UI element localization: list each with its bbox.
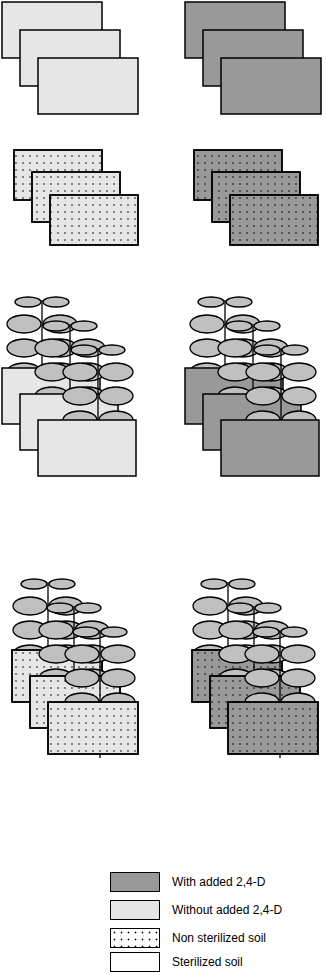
legend-swatch	[110, 900, 160, 920]
legend-swatch	[110, 928, 160, 948]
legend-swatch	[110, 872, 160, 892]
legend-swatch	[110, 952, 160, 972]
legend-text: Sterilized soil	[172, 955, 243, 969]
legend-text: Without added 2,4-D	[172, 903, 282, 917]
legend-text: Non sterilized soil	[172, 931, 266, 945]
legend-text: With added 2,4-D	[172, 875, 265, 889]
